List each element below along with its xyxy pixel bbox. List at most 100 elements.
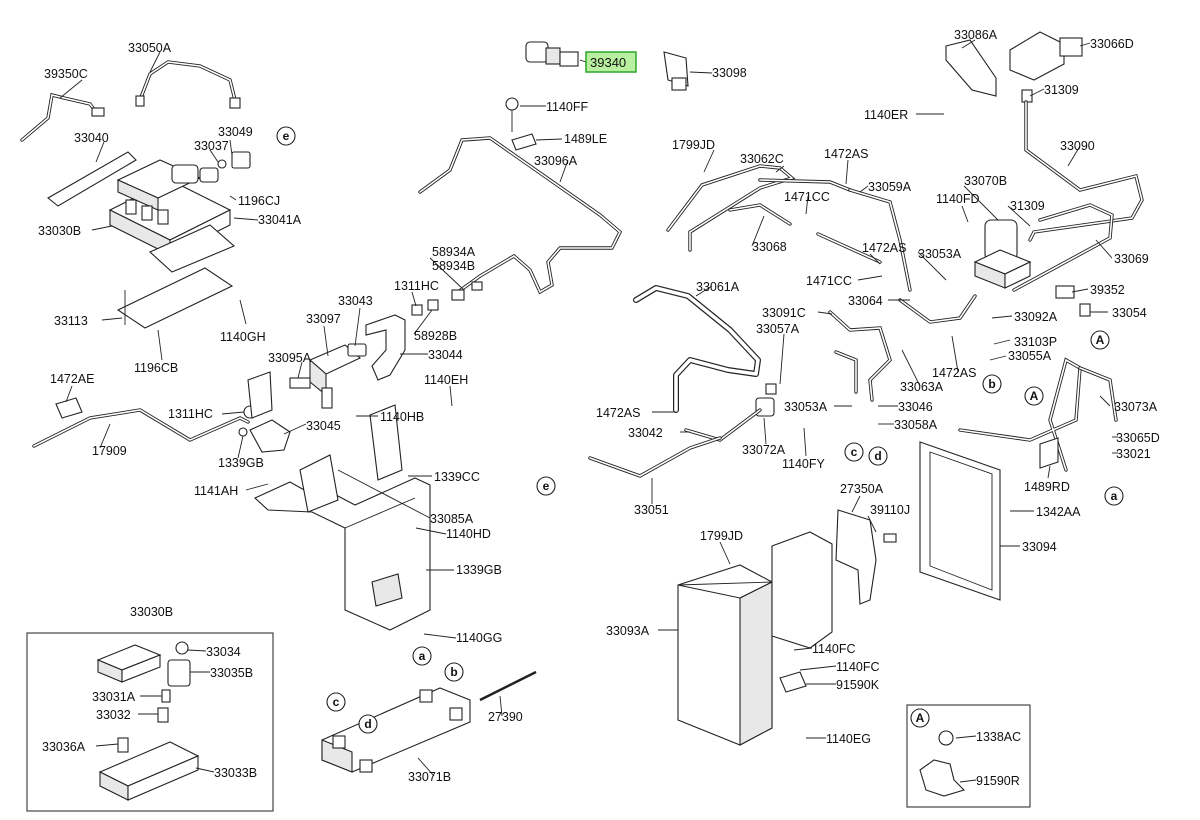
label-33040[interactable]: 33040 — [74, 131, 109, 145]
label-1311hc[interactable]: 1311HC — [394, 279, 439, 293]
label-33032[interactable]: 33032 — [96, 708, 131, 722]
label-33073a[interactable]: 33073A — [1114, 400, 1158, 414]
callout-a-plate: a — [419, 649, 426, 663]
label-33055a[interactable]: 33055A — [1008, 349, 1052, 363]
label-33046[interactable]: 33046 — [898, 400, 933, 414]
label-33053a[interactable]: 33053A — [918, 247, 962, 261]
label-33092a[interactable]: 33092A — [1014, 310, 1058, 324]
label-33044[interactable]: 33044 — [428, 348, 463, 362]
label-1140fc[interactable]: 1140FC — [812, 642, 856, 656]
label-33053a-2[interactable]: 33053A — [784, 400, 828, 414]
label-39340[interactable]: 39340 — [590, 55, 626, 70]
label-33113[interactable]: 33113 — [54, 314, 88, 328]
label-33093a[interactable]: 33093A — [606, 624, 650, 638]
label-33064[interactable]: 33064 — [848, 294, 883, 308]
label-33050a[interactable]: 33050A — [128, 41, 172, 55]
label-39110j[interactable]: 39110J — [870, 503, 910, 517]
label-33033b[interactable]: 33033B — [214, 766, 257, 780]
label-39352[interactable]: 39352 — [1090, 283, 1125, 297]
label-33031a[interactable]: 33031A — [92, 690, 136, 704]
label-33085a[interactable]: 33085A — [430, 512, 474, 526]
label-1472as[interactable]: 1472AS — [824, 147, 868, 161]
label-91590r[interactable]: 91590R — [976, 774, 1020, 788]
label-27390[interactable]: 27390 — [488, 710, 523, 724]
label-1489rd[interactable]: 1489RD — [1024, 480, 1070, 494]
label-33030b[interactable]: 33030B — [38, 224, 81, 238]
label-33065d[interactable]: 33065D — [1116, 431, 1160, 445]
label-33058a[interactable]: 33058A — [894, 418, 938, 432]
label-33049[interactable]: 33049 — [218, 125, 253, 139]
label-33097[interactable]: 33097 — [306, 312, 341, 326]
label-1339gb-2[interactable]: 1339GB — [456, 563, 502, 577]
label-33054[interactable]: 33054 — [1112, 306, 1147, 320]
label-33035b[interactable]: 33035B — [210, 666, 253, 680]
label-1799jd[interactable]: 1799JD — [672, 138, 715, 152]
label-39350c[interactable]: 39350C — [44, 67, 88, 81]
label-33086a[interactable]: 33086A — [954, 28, 998, 42]
label-33061a[interactable]: 33061A — [696, 280, 740, 294]
label-1472as-3[interactable]: 1472AS — [932, 366, 976, 380]
label-33037[interactable]: 33037 — [194, 139, 229, 153]
label-33021[interactable]: 33021 — [1116, 447, 1151, 461]
label-17909[interactable]: 17909 — [92, 444, 127, 458]
label-1140eg[interactable]: 1140EG — [826, 732, 871, 746]
label-1140eh[interactable]: 1140EH — [424, 373, 468, 387]
label-33036a[interactable]: 33036A — [42, 740, 86, 754]
label-33062c[interactable]: 33062C — [740, 152, 784, 166]
label-33072a[interactable]: 33072A — [742, 443, 786, 457]
label-1196cb[interactable]: 1196CB — [134, 361, 178, 375]
label-1140ff[interactable]: 1140FF — [546, 100, 589, 114]
label-1339gb[interactable]: 1339GB — [218, 456, 264, 470]
label-33030b-inset[interactable]: 33030B — [130, 605, 173, 619]
label-27350a[interactable]: 27350A — [840, 482, 884, 496]
label-1141ah[interactable]: 1141AH — [194, 484, 238, 498]
label-33066d[interactable]: 33066D — [1090, 37, 1134, 51]
label-1140hb[interactable]: 1140HB — [380, 410, 424, 424]
label-33042[interactable]: 33042 — [628, 426, 663, 440]
label-33051[interactable]: 33051 — [634, 503, 669, 517]
label-58934b[interactable]: 58934B — [432, 259, 475, 273]
label-58928b[interactable]: 58928B — [414, 329, 457, 343]
label-1472as-2[interactable]: 1472AS — [862, 241, 906, 255]
label-1472ae[interactable]: 1472AE — [50, 372, 94, 386]
label-1489le[interactable]: 1489LE — [564, 132, 607, 146]
label-33090[interactable]: 33090 — [1060, 139, 1095, 153]
label-58934a[interactable]: 58934A — [432, 245, 476, 259]
label-1471cc[interactable]: 1471CC — [784, 190, 830, 204]
label-1339cc[interactable]: 1339CC — [434, 470, 480, 484]
label-33096a[interactable]: 33096A — [534, 154, 578, 168]
label-33070b[interactable]: 33070B — [964, 174, 1007, 188]
label-1140fy[interactable]: 1140FY — [782, 457, 826, 471]
label-31309-2[interactable]: 31309 — [1010, 199, 1045, 213]
label-1338ac[interactable]: 1338AC — [976, 730, 1021, 744]
label-1140hd[interactable]: 1140HD — [446, 527, 491, 541]
label-1140fc-2[interactable]: 1140FC — [836, 660, 880, 674]
label-1140gh[interactable]: 1140GH — [220, 330, 266, 344]
label-1799jd-2[interactable]: 1799JD — [700, 529, 743, 543]
label-1472as-4[interactable]: 1472AS — [596, 406, 640, 420]
label-1311hc-2[interactable]: 1311HC — [168, 407, 213, 421]
label-1140fd[interactable]: 1140FD — [936, 192, 980, 206]
label-33059a[interactable]: 33059A — [868, 180, 912, 194]
label-33034[interactable]: 33034 — [206, 645, 241, 659]
label-33068[interactable]: 33068 — [752, 240, 787, 254]
label-91590k[interactable]: 91590K — [836, 678, 880, 692]
label-33071b[interactable]: 33071B — [408, 770, 451, 784]
label-33094[interactable]: 33094 — [1022, 540, 1057, 554]
label-33091c[interactable]: 33091C — [762, 306, 806, 320]
label-33098[interactable]: 33098 — [712, 66, 747, 80]
label-33069[interactable]: 33069 — [1114, 252, 1149, 266]
label-33095a[interactable]: 33095A — [268, 351, 312, 365]
label-33041a[interactable]: 33041A — [258, 213, 302, 227]
label-1471cc-2[interactable]: 1471CC — [806, 274, 852, 288]
label-33103p[interactable]: 33103P — [1014, 335, 1057, 349]
label-1342aa[interactable]: 1342AA — [1036, 505, 1081, 519]
label-33043[interactable]: 33043 — [338, 294, 373, 308]
label-1140gg[interactable]: 1140GG — [456, 631, 502, 645]
label-1140er[interactable]: 1140ER — [864, 108, 908, 122]
label-33045[interactable]: 33045 — [306, 419, 341, 433]
label-33063a[interactable]: 33063A — [900, 380, 944, 394]
label-31309[interactable]: 31309 — [1044, 83, 1079, 97]
label-33057a[interactable]: 33057A — [756, 322, 800, 336]
label-1196cj[interactable]: 1196CJ — [238, 194, 280, 208]
